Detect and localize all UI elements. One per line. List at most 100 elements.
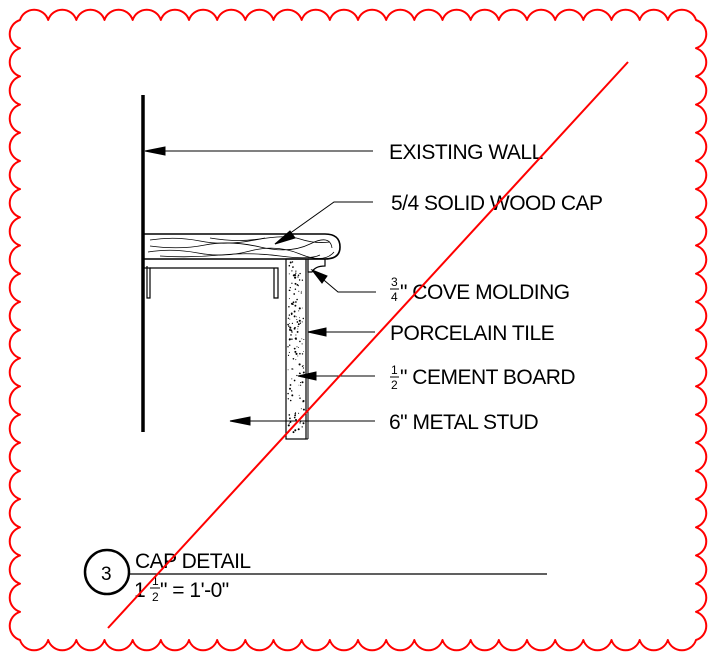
hatch-dot [287, 317, 290, 319]
hatch-dot [291, 394, 294, 397]
hatch-dot [291, 331, 293, 333]
label-cove-molding: 3 4 " COVE MOLDING [390, 275, 570, 304]
label-porcelain-tile: PORCELAIN TILE [390, 322, 555, 345]
hatch-dot [291, 378, 293, 380]
hatch-dot [289, 318, 291, 320]
hatch-dot [298, 290, 300, 292]
hatch-dot [294, 414, 297, 417]
hatch-dot [298, 279, 301, 281]
hatch-dot [291, 368, 293, 370]
hatch-dot [292, 266, 294, 268]
hatch-dot [299, 397, 301, 399]
hatch-dot [299, 422, 301, 424]
hatch-dot [301, 321, 303, 323]
hatch-dot [287, 369, 289, 371]
hatch-dot [294, 412, 296, 414]
label-cement-board: 1 2 " CEMENT BOARD [390, 363, 576, 392]
hatch-dot [295, 270, 297, 272]
hatch-dot [294, 350, 297, 353]
svg-text:4: 4 [391, 290, 398, 304]
hatch-dot [301, 365, 304, 367]
hatch-dot [293, 274, 297, 277]
hatch-dot [289, 384, 292, 386]
svg-text:2: 2 [391, 378, 398, 392]
hatch-dot [301, 426, 303, 428]
hatch-dot [289, 286, 291, 289]
hatch-dot [294, 412, 297, 415]
hatch-dot [300, 408, 302, 410]
hatch-dot [298, 384, 300, 386]
detail-scale: 1 1 2 " = 1'-0" [134, 574, 229, 604]
hatch-dot [300, 292, 302, 294]
svg-text:" = 1'-0": " = 1'-0" [160, 579, 229, 602]
hatch-dot [302, 365, 304, 367]
hatch-dot [297, 323, 300, 326]
hatch-dot [298, 412, 300, 414]
hatch-dot [295, 316, 297, 318]
hatch-dot [288, 322, 290, 324]
hatch-dot [296, 284, 299, 286]
hatch-dot [293, 416, 296, 419]
cove-molding [307, 258, 326, 273]
hatch-dot [291, 322, 294, 325]
detail-title: CAP DETAIL [135, 550, 251, 573]
hatch-dot [301, 279, 304, 281]
hatch-dot [289, 417, 291, 420]
hatch-dot [296, 321, 299, 323]
hatch-dot [295, 359, 297, 361]
hatch-dot [297, 276, 299, 278]
hatch-dot [295, 334, 297, 336]
hatch-dot [294, 282, 297, 285]
hatch-dot [302, 422, 305, 425]
hatch-dot [301, 381, 304, 384]
hatch-dot [289, 399, 292, 402]
hatch-dot [295, 338, 297, 340]
hatch-dot [292, 301, 295, 304]
hatch-dot [293, 327, 296, 330]
hatch-dot [298, 310, 300, 312]
hatch-dot [288, 422, 290, 424]
hatch-dot [291, 313, 293, 316]
hatch-dot [291, 390, 293, 392]
hatch-dot [298, 394, 300, 396]
hatch-dot [302, 317, 305, 320]
hatch-dot [288, 289, 291, 292]
svg-text:2: 2 [152, 590, 159, 604]
hatch-dot [291, 261, 294, 263]
hatch-dot [291, 338, 293, 340]
cap-support-trim [142, 259, 279, 299]
revision-cloud [8, 8, 708, 652]
hatch-dot [287, 354, 290, 356]
hatch-dot [295, 301, 297, 303]
hatch-dot [303, 338, 305, 341]
hatch-dot [302, 367, 305, 369]
hatch-dot [287, 424, 290, 427]
hatch-dot [291, 329, 293, 331]
hatch-dot [299, 317, 301, 319]
hatch-dot [298, 319, 301, 322]
hatch-dot [288, 273, 290, 275]
hatch-dot [288, 305, 290, 308]
hatch-dot [291, 270, 293, 272]
hatch-dot [293, 310, 296, 313]
hatch-dot [294, 429, 297, 432]
hatch-dot [289, 387, 291, 390]
hatch-dot [293, 347, 296, 350]
hatch-dot [297, 328, 299, 330]
detail-title-block: 3 CAP DETAIL 1 1 2 " = 1'-0" [83, 548, 547, 604]
hatch-dot [288, 264, 291, 267]
hatch-dot [296, 374, 298, 377]
hatch-dot [296, 318, 298, 321]
hatch-dot [299, 352, 301, 355]
hatch-dot [289, 326, 292, 329]
cement-board-hatch [287, 261, 305, 434]
hatch-dot [302, 351, 304, 352]
hatch-dot [289, 344, 291, 346]
leader-lines [144, 146, 376, 426]
hatch-dot [298, 363, 301, 366]
hatch-dot [291, 282, 293, 284]
hatch-dot [287, 398, 289, 400]
hatch-dot [295, 352, 298, 355]
hatch-dot [288, 325, 290, 327]
